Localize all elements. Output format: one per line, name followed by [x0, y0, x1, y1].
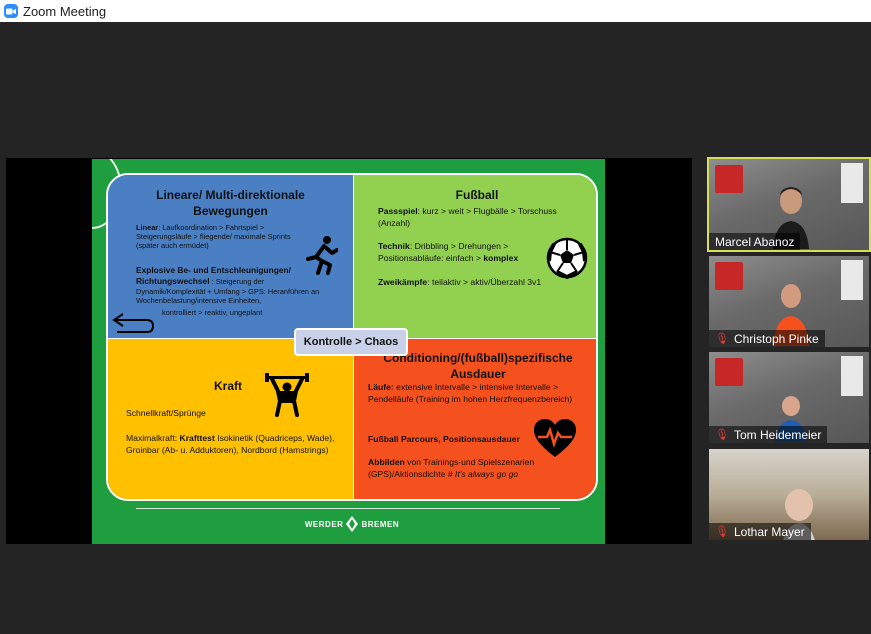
quadrant-heading: Kraft — [213, 379, 242, 393]
paragraph: Abbilden von Trainings-und Spielszenarie… — [368, 457, 535, 479]
mic-muted-icon: 🎙︎ — [715, 429, 729, 441]
paragraph: Explosive Be- und Entschleunigungen/ Ric… — [136, 265, 320, 305]
banner-image — [715, 165, 743, 193]
participant-name-tag: 🎙︎ Lothar Mayer — [709, 523, 811, 540]
presentation-slide: Lineare/ Multi-direktionale Bewegungen L… — [92, 159, 605, 544]
participant-name-tag: 🎙︎ Tom Heidemeier — [709, 426, 828, 443]
participant-video-christoph[interactable]: 🎙︎ Christoph Pinke — [709, 256, 869, 347]
participant-name: Marcel Abanoz — [715, 234, 795, 249]
banner-image — [841, 356, 863, 396]
shared-screen: Lineare/ Multi-direktionale Bewegungen L… — [6, 158, 692, 544]
participant-video-lothar[interactable]: 🎙︎ Lothar Mayer — [709, 449, 869, 540]
quadrant-football: Fußball Passspiel: kurz > weit > Flugbäl… — [354, 175, 596, 339]
werder-logo-icon — [346, 516, 359, 532]
quadrant-conditioning: Conditioning/(fußball)spezifische Ausdau… — [354, 339, 596, 499]
paragraph: Maximalkraft: Krafttest Isokinetik (Quad… — [126, 433, 335, 455]
quadrant-grid: Lineare/ Multi-direktionale Bewegungen L… — [106, 173, 598, 501]
weightlifter-icon — [265, 373, 309, 417]
return-arrow-icon[interactable] — [111, 311, 155, 335]
werder-bremen-logo: WERDER BREMEN — [292, 516, 412, 532]
quadrant-heading: Fußball — [455, 188, 499, 202]
participant-video-tom[interactable]: 🎙︎ Tom Heidemeier — [709, 352, 869, 443]
paragraph: Zweikämpfe: teilaktiv > aktiv/Überzahl 3… — [378, 277, 542, 287]
paragraph: Schnellkraft/Sprünge — [126, 408, 206, 418]
mic-muted-icon: 🎙︎ — [715, 526, 729, 538]
runner-icon — [306, 236, 338, 275]
quadrant-strength: Kraft Schnellkraft/Sprünge Maximalkraft:… — [108, 339, 354, 499]
window-title: Zoom Meeting — [23, 3, 107, 19]
paragraph: kontrolliert > reaktiv, ungeplant — [162, 308, 263, 317]
quadrant-heading: Lineare/ Multi-direktionale Bewegungen — [156, 188, 305, 218]
paragraph: Linear: Laufkoordination > Fahrtspiel > … — [136, 223, 291, 250]
banner-image — [841, 260, 863, 300]
mic-muted-icon: 🎙︎ — [715, 333, 729, 345]
soccer-ball-icon — [546, 237, 588, 279]
participant-name-tag: 🎙︎ Christoph Pinke — [709, 330, 825, 347]
quadrant-heading: Conditioning/(fußball)spezifische Ausdau… — [383, 351, 573, 381]
quadrant-movement: Lineare/ Multi-direktionale Bewegungen L… — [108, 175, 354, 339]
participant-video-marcel[interactable]: Marcel Abanoz — [707, 157, 871, 252]
participant-name: Tom Heidemeier — [733, 427, 822, 442]
paragraph: Läufe: extensive Intervalle > intensive … — [368, 382, 573, 404]
heartbeat-icon — [534, 419, 576, 457]
divider — [136, 508, 560, 509]
participant-name: Lothar Mayer — [733, 524, 805, 539]
banner-image — [715, 358, 743, 386]
paragraph: Passspiel: kurz > weit > Flugbälle > Tor… — [378, 206, 557, 228]
zoom-app-icon — [4, 4, 18, 18]
center-label: Kontrolle > Chaos — [294, 328, 408, 356]
banner-image — [841, 163, 863, 203]
participant-name: Christoph Pinke — [733, 331, 819, 346]
participant-name-tag: Marcel Abanoz — [709, 233, 801, 250]
banner-image — [715, 262, 743, 290]
paragraph: Fußball Parcours, Positionsausdauer — [368, 434, 520, 444]
window-titlebar: Zoom Meeting — [0, 0, 871, 22]
paragraph: Technik: Dribbling > Drehungen > Positio… — [378, 241, 519, 263]
